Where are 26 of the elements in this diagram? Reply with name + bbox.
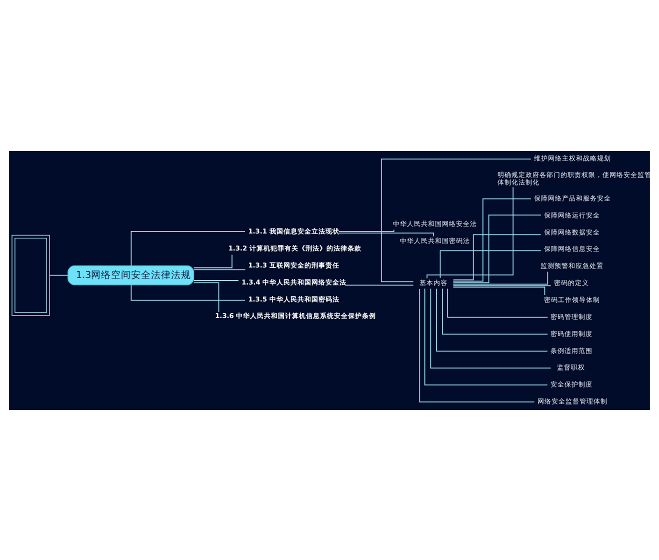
connector [452,284,552,286]
connector [436,288,548,352]
connector [419,288,535,402]
connector [452,214,542,283]
connector [193,254,232,268]
connector [452,286,546,295]
node-box [12,234,50,316]
connector [130,230,246,266]
connector [440,250,542,278]
connector [447,288,548,318]
connector [380,158,532,282]
connector [430,288,552,368]
connector [426,186,514,278]
connector [130,284,246,300]
connector [338,228,394,232]
connector [338,232,434,236]
connector [452,198,532,282]
node-box: 1.3网络空间安全法律法规 [68,264,194,285]
connector [344,284,414,286]
connector [193,268,246,270]
connector [452,234,542,280]
connector [442,288,548,334]
connector [193,282,220,312]
connector [452,270,548,284]
connector [424,288,548,385]
connector [49,274,68,276]
